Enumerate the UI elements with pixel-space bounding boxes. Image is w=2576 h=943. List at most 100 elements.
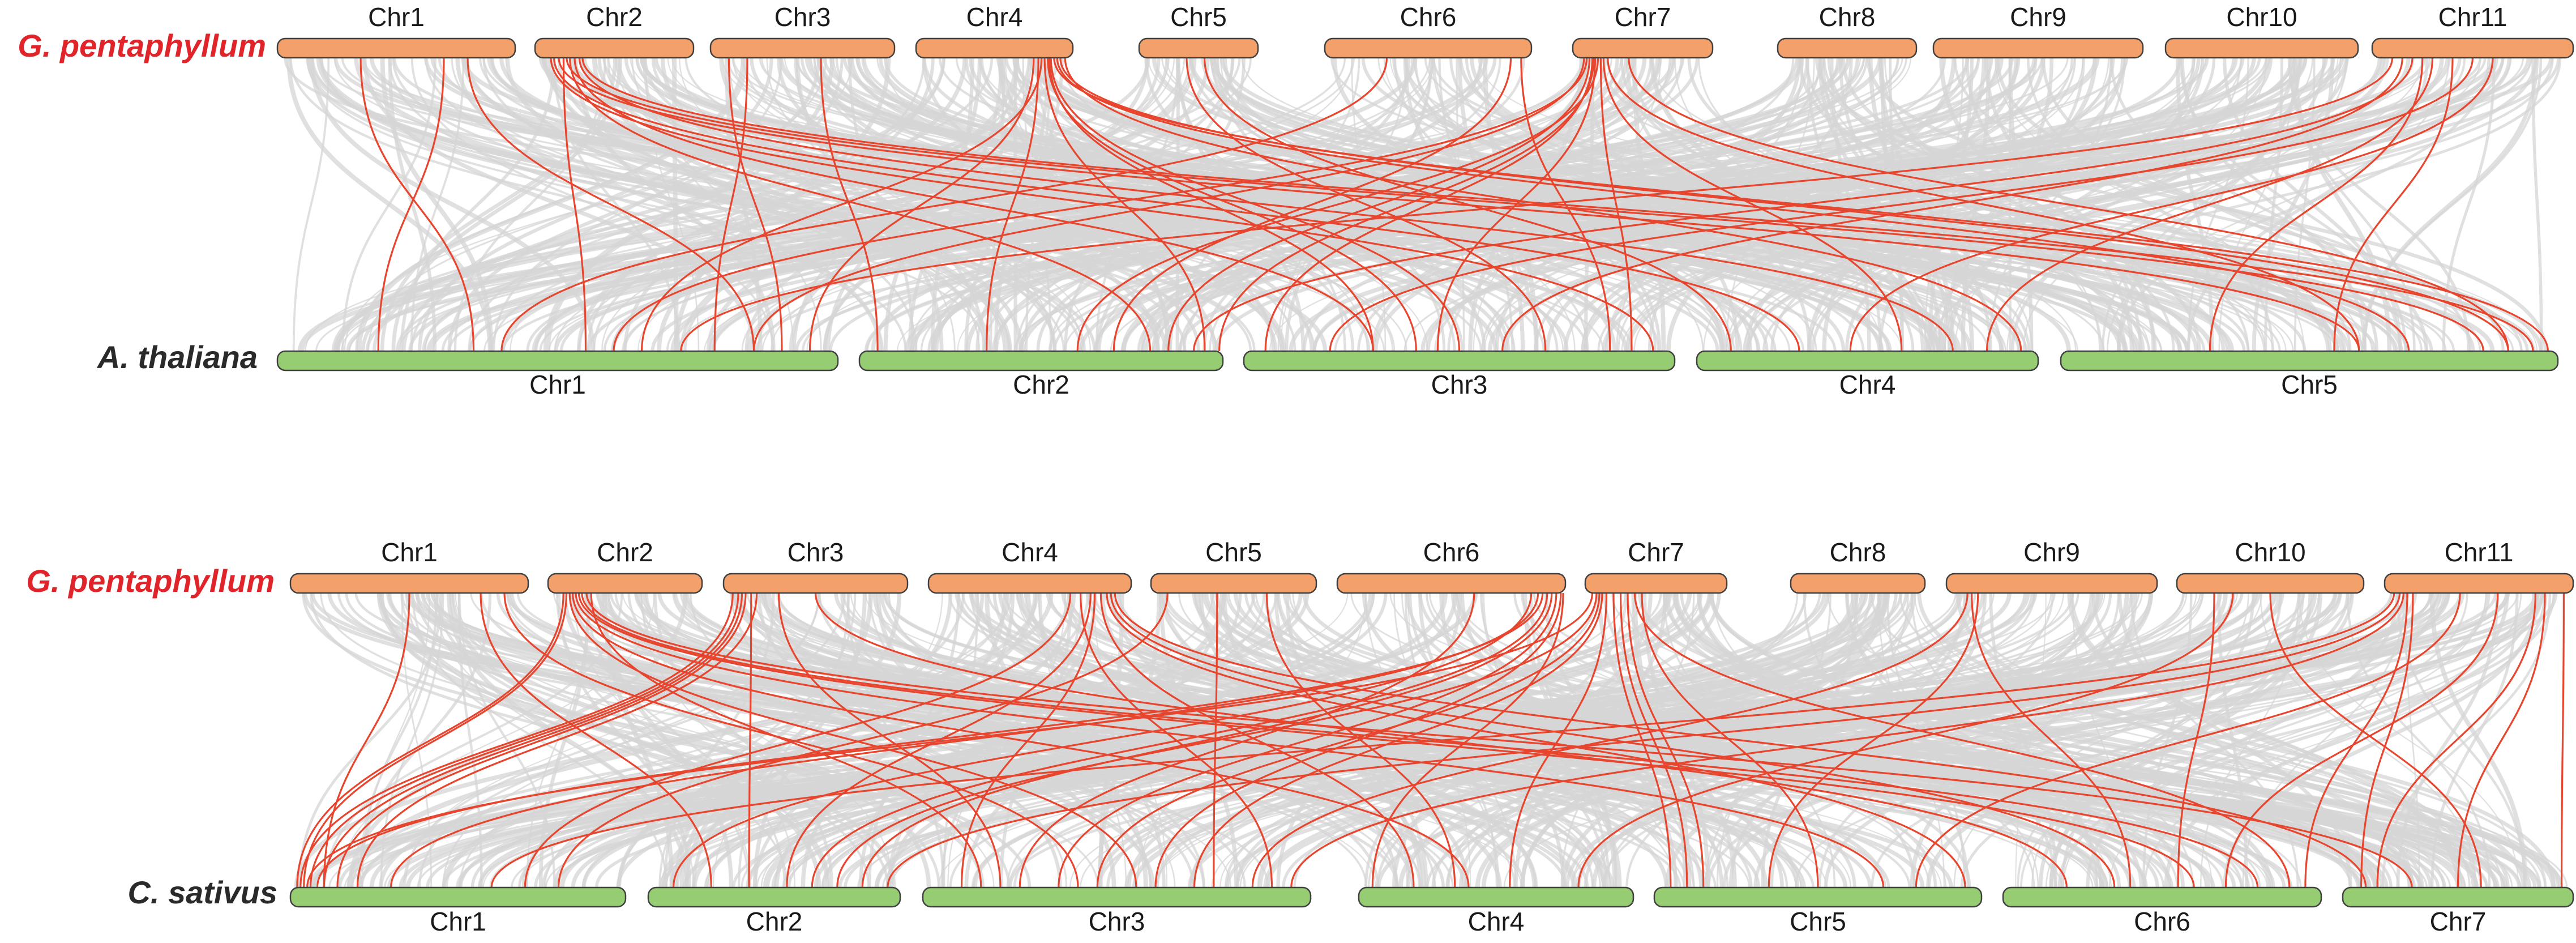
background-links <box>294 592 2568 888</box>
background-link <box>1942 57 2054 352</box>
gene-pair-link <box>2177 592 2215 888</box>
gene-pair-link <box>1436 57 1597 352</box>
background-link <box>585 592 786 888</box>
top-chromosome-label: Chr4 <box>966 2 1023 32</box>
gene-pair-link <box>336 592 747 888</box>
background-link <box>691 592 985 888</box>
background-link <box>576 57 967 352</box>
background-link <box>468 57 2014 352</box>
background-link <box>1961 57 1991 352</box>
gene-pair-link <box>748 592 752 888</box>
background-link <box>757 592 1062 888</box>
background-link <box>1877 592 2213 888</box>
bottom-chromosome-bar <box>1653 886 1983 908</box>
gene-pair-link <box>1602 57 1903 352</box>
gene-pair-link <box>986 57 1039 352</box>
background-link <box>663 592 775 888</box>
top-chromosome-bar <box>2164 37 2359 59</box>
gene-pair-link <box>578 57 1954 352</box>
background-link <box>1870 592 2547 888</box>
top-chromosome-bar <box>1336 573 1567 594</box>
gene-pair-link <box>1193 57 2414 352</box>
background-link <box>1104 592 2554 888</box>
background-link <box>1866 57 2548 352</box>
background-link <box>1152 57 2230 352</box>
gene-pair-link <box>1218 57 1595 352</box>
background-link <box>989 57 1005 352</box>
background-link <box>373 57 1059 352</box>
gene-pair-link <box>2304 592 2408 888</box>
top-chromosome-label: Chr6 <box>1423 537 1480 567</box>
top-chromosome-label: Chr11 <box>2445 537 2514 567</box>
gene-pair-link <box>2209 57 2424 352</box>
background-link <box>457 592 483 888</box>
background-link <box>468 57 945 352</box>
background-link <box>795 57 2530 352</box>
background-link <box>2143 592 2546 888</box>
bottom-species-label: A. thaliana <box>96 339 258 375</box>
background-link <box>1924 57 1964 352</box>
gene-pair-link <box>1154 592 1562 888</box>
top-chromosome-label: Chr7 <box>1615 2 1671 32</box>
top-chromosome-bar <box>1945 573 2158 594</box>
gene-pair-link <box>1768 592 1979 888</box>
background-link <box>1503 592 2544 888</box>
background-link <box>555 592 750 888</box>
gene-pair-link <box>558 57 2360 352</box>
gene-pair-link <box>2360 592 2414 888</box>
bottom-chromosome-bar <box>1243 350 1676 372</box>
top-chromosome-label: Chr11 <box>2438 2 2507 32</box>
gene-pair-link <box>1167 57 1591 352</box>
top-chromosome-label: Chr5 <box>1205 537 1262 567</box>
background-link <box>2346 592 2491 888</box>
bottom-chromosome-bar <box>858 350 1224 372</box>
background-link <box>433 592 695 888</box>
background-link <box>2179 57 2407 352</box>
gene-pair-link <box>1043 57 1206 352</box>
background-link <box>2223 57 2402 352</box>
gene-pair-link <box>303 592 568 888</box>
background-link <box>1625 57 2243 352</box>
gene-pair-link <box>1607 57 2360 352</box>
gene-pair-link <box>1599 57 1633 352</box>
gene-pair-link <box>1264 57 1594 352</box>
bottom-chromosome-label: Chr7 <box>2430 907 2487 936</box>
bottom-chromosome-label: Chr2 <box>1013 370 1069 399</box>
background-link <box>1914 592 2481 888</box>
top-chromosome-label: Chr10 <box>2235 537 2305 567</box>
gene-pair-link <box>581 57 2534 352</box>
background-link <box>762 592 1415 888</box>
background-link <box>442 592 820 888</box>
bottom-chromosome-label: Chr6 <box>2134 907 2190 936</box>
background-link <box>458 592 556 888</box>
gene-pair-link <box>390 592 1539 888</box>
gene-pair-link <box>574 57 1374 352</box>
top-chromosome-bar <box>534 37 695 59</box>
gene-pair-link <box>296 592 564 888</box>
background-link <box>1581 57 2115 352</box>
gene-pair-link <box>2457 592 2546 888</box>
gene-pair-link <box>728 57 783 352</box>
bottom-chromosome-label: Chr1 <box>430 907 486 936</box>
background-link <box>806 57 1911 352</box>
gene-pair-link <box>1971 592 2132 888</box>
gene-pair-link <box>571 592 1470 888</box>
background-link <box>2117 592 2352 888</box>
background-link <box>2429 592 2528 888</box>
background-link <box>587 592 2536 888</box>
bottom-chromosome-bar <box>2002 886 2322 908</box>
background-link <box>459 592 1009 888</box>
gene-pair-link <box>1641 592 1819 888</box>
bottom-chromosome-label: Chr3 <box>1089 907 1145 936</box>
bottom-chromosome-bar <box>2060 350 2559 372</box>
gene-pair-link <box>1058 592 1557 888</box>
gene-pair-link <box>480 592 712 888</box>
gene-pair-link <box>323 592 410 888</box>
gene-pair-link <box>558 592 1169 888</box>
bottom-chromosome-bar <box>647 886 901 908</box>
top-chromosome-bar <box>915 37 1074 59</box>
